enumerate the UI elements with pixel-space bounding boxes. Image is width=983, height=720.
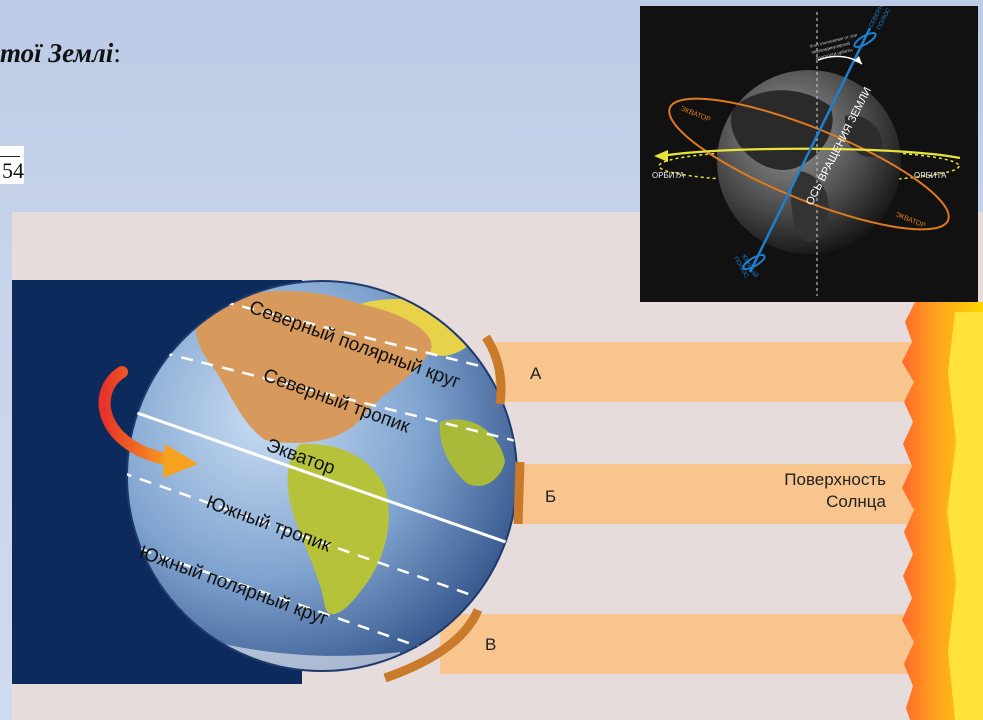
- beam-b-edge: [513, 461, 525, 525]
- formula-digits: 54: [2, 158, 24, 183]
- beam-b-label: Б: [545, 487, 556, 506]
- slide-title-fragment: тої Землі:: [0, 38, 121, 69]
- formula-overline: [0, 156, 20, 157]
- rotation-axis: [748, 27, 872, 273]
- formula-fragment: 54: [0, 146, 24, 184]
- earth-axis-tilt-inset: СЕВЕРНЫЙ ПОЛЮС ЮЖНЫЙ ПОЛЮС ОСЬ ВРАЩЕНИЯ …: [640, 6, 978, 302]
- beam-a-label: А: [530, 364, 542, 383]
- tilt-arrow-icon: [854, 56, 862, 64]
- beam-c-edge: [383, 608, 483, 683]
- curved-arrow-icon: [98, 366, 198, 478]
- slide-title-text: тої Землі: [0, 38, 114, 68]
- sun-label-line2: Солнца: [826, 492, 886, 511]
- latitude-lines: [127, 281, 517, 671]
- north-pole-spin-icon: [853, 32, 877, 48]
- beam-c: [440, 614, 925, 674]
- beam-a: [495, 342, 925, 402]
- orbit-arrow-icon: [654, 150, 668, 162]
- orbit-left-label: ОРБИТА: [652, 171, 685, 180]
- slide-title-colon: :: [113, 38, 121, 68]
- south-pole-spin-icon: [742, 254, 766, 270]
- sun-glow: [947, 312, 983, 720]
- beam-c-label: В: [485, 635, 496, 654]
- equator-ring: [668, 97, 950, 231]
- beam-a-edge: [482, 334, 506, 405]
- sun-label-line1: Поверхность: [784, 470, 886, 489]
- orbit-right-label: ОРБИТА: [914, 171, 947, 180]
- beam-b: [520, 464, 925, 524]
- inset-globe: [717, 70, 901, 254]
